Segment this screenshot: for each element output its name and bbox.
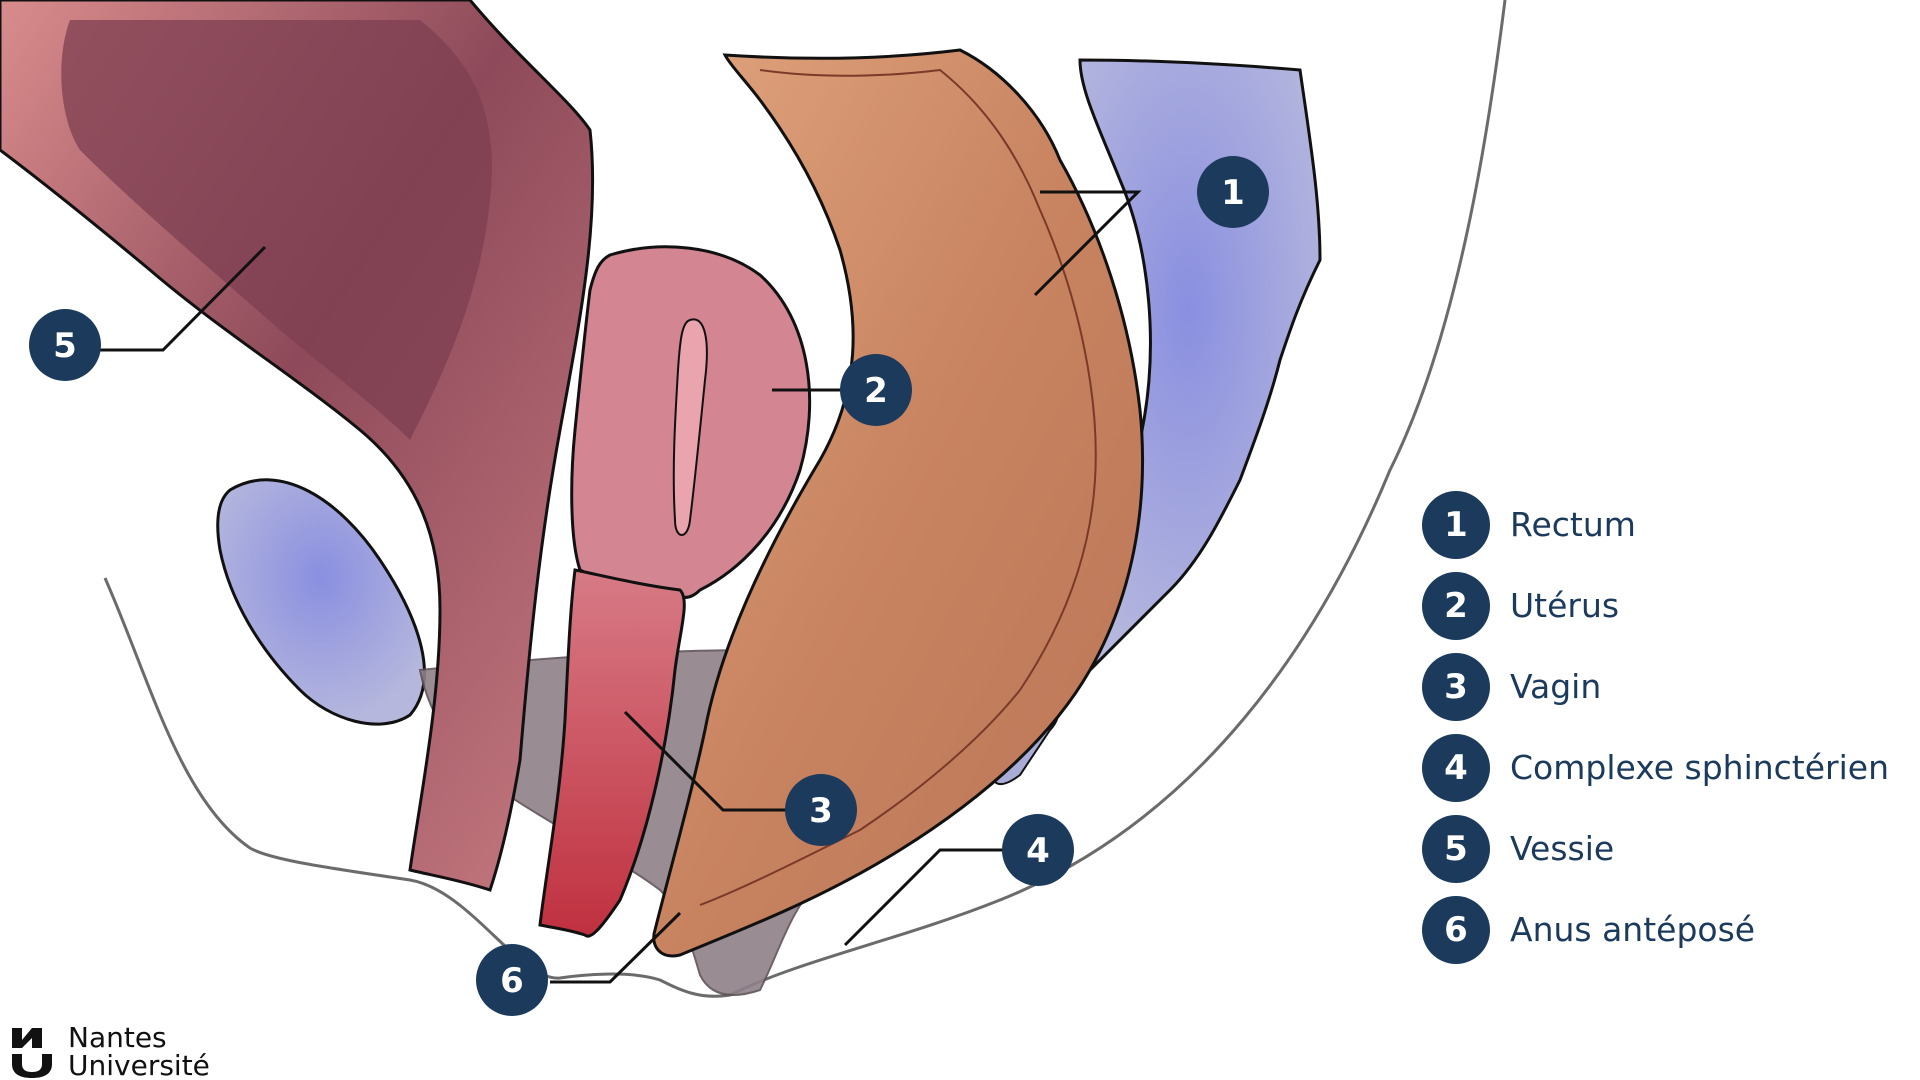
body-outline xyxy=(103,0,1507,998)
svg-text:5: 5 xyxy=(53,326,77,366)
callout-badge-5: 5 xyxy=(29,309,101,381)
svg-text:6: 6 xyxy=(500,961,524,1001)
callout-badge-1: 1 xyxy=(1197,156,1269,228)
legend-badge: 3 xyxy=(1422,652,1490,721)
university-logo: Nantes Université xyxy=(10,1024,210,1080)
legend-label: Utérus xyxy=(1510,586,1620,625)
legend-item-anus: 6 Anus antéposé xyxy=(1422,889,1902,970)
rectum-wall-inner xyxy=(699,68,1097,906)
svg-text:1: 1 xyxy=(1221,173,1245,213)
legend-badge: 1 xyxy=(1422,490,1490,559)
legend-badge: 4 xyxy=(1422,733,1490,802)
callout-badge-4: 4 xyxy=(1002,814,1074,886)
bladder-lumen xyxy=(61,20,492,440)
legend-label: Vagin xyxy=(1510,667,1602,706)
logo-text: Nantes Université xyxy=(68,1024,210,1080)
legend-badge: 6 xyxy=(1422,895,1490,964)
legend-badge: 2 xyxy=(1422,571,1490,640)
legend-item-sphincter: 4 Complexe sphinctérien xyxy=(1422,727,1902,808)
legend-label: Vessie xyxy=(1510,829,1615,868)
vagina-shape xyxy=(538,568,686,938)
legend-badge: 5 xyxy=(1422,814,1490,883)
logo-line-1: Nantes xyxy=(68,1021,167,1054)
legend-item-rectum: 1 Rectum xyxy=(1422,484,1902,565)
callout-badge-6: 6 xyxy=(476,944,548,1016)
svg-text:3: 3 xyxy=(809,791,833,831)
legend-label: Complexe sphinctérien xyxy=(1510,748,1890,787)
pubic-bone-shape xyxy=(216,478,426,726)
legend-item-vagina: 3 Vagin xyxy=(1422,646,1902,727)
legend-item-bladder: 5 Vessie xyxy=(1422,808,1902,889)
leader-line-5 xyxy=(100,245,267,352)
leader-line-6 xyxy=(550,911,682,984)
legend: 1 Rectum 2 Utérus 3 Vagin 4 Complexe sph… xyxy=(1422,484,1902,970)
svg-text:2: 2 xyxy=(864,371,888,411)
uterus-cavity xyxy=(672,318,708,536)
svg-text:4: 4 xyxy=(1026,831,1050,871)
legend-label: Rectum xyxy=(1510,505,1636,544)
legend-label: Anus antéposé xyxy=(1510,910,1756,949)
legend-item-uterus: 2 Utérus xyxy=(1422,565,1902,646)
callout-badge-2: 2 xyxy=(840,354,912,426)
logo-line-2: Université xyxy=(68,1049,210,1080)
rectum-shape xyxy=(652,48,1145,958)
leader-line-1 xyxy=(1033,190,1142,297)
nantes-logo-icon xyxy=(12,1028,52,1078)
callout-badge-3: 3 xyxy=(785,774,857,846)
